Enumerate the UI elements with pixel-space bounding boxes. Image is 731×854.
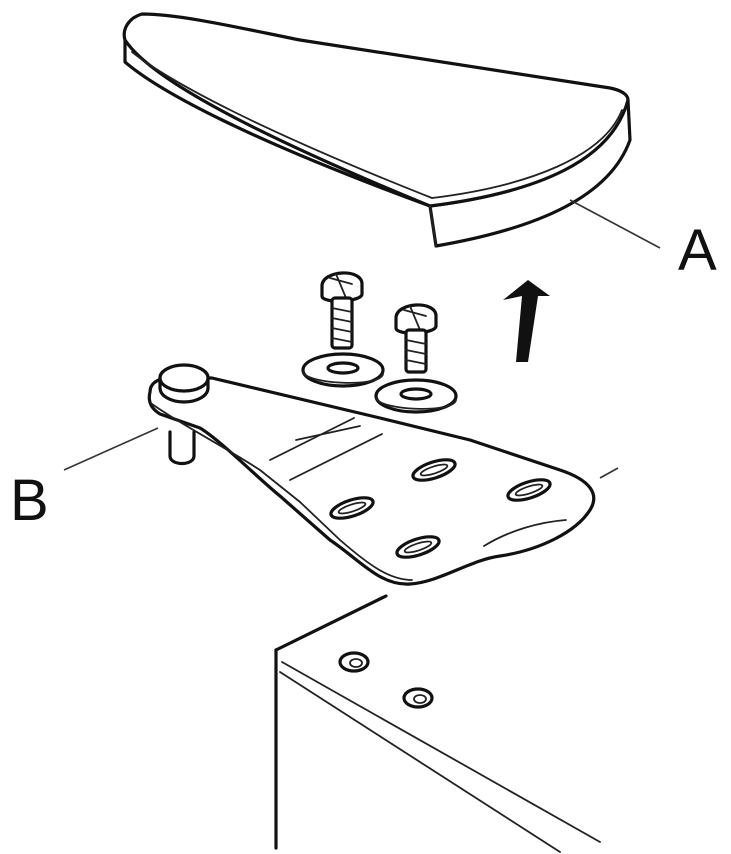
cabinet-corner	[274, 467, 619, 853]
label-a: A	[678, 218, 717, 283]
screw-right	[394, 303, 438, 374]
washer-left	[301, 352, 385, 388]
hinge-cover-part-a	[122, 12, 632, 248]
screw-left	[320, 271, 364, 350]
label-b: B	[10, 468, 49, 533]
lift-up-arrow-icon	[503, 280, 550, 362]
leader-line-b	[63, 427, 159, 471]
leader-line-a	[569, 199, 661, 249]
hinge-plate-part-b	[147, 363, 596, 586]
washer-right	[374, 378, 458, 414]
